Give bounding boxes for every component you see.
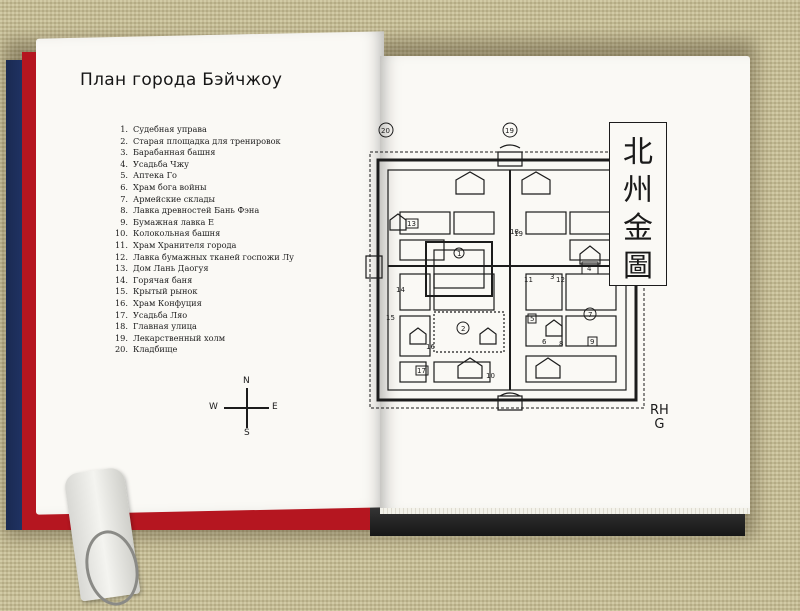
svg-text:18: 18 [510,228,519,236]
north-gate-tower [497,144,523,167]
svg-text:3: 3 [550,273,554,281]
map-markers: 20 19 1 2 3 4 5 6 7 8 9 10 11 12 13 14 1… [378,122,599,380]
legend-item: 15.Крытый рынок [114,286,198,297]
legend-item: 5.Аптека Го [120,170,177,181]
yamen-inner [433,249,485,289]
city-blocks [399,211,617,383]
legend-item: 20.Кладбище [114,344,178,355]
city-wall-inner [387,169,627,391]
legend-item: 2.Старая площадка для тренировок [120,135,281,146]
legend-item: 11.Храм Хранителя города [114,239,237,250]
legend-item: 1.Судебная управа [120,124,207,134]
legend-item: 14.Горячая баня [114,274,193,285]
pavilions [455,171,561,379]
city-map: 20 19 1 2 3 4 5 6 7 8 9 10 11 12 13 14 1… [365,122,649,411]
compass-south-label: S [244,428,250,438]
page-edges [380,508,750,514]
svg-text:16: 16 [426,343,435,351]
legend-item: 13.Дом Лань Даогуя [114,263,209,274]
svg-text:1: 1 [457,250,461,258]
compass-rose: N S E W [206,376,286,438]
compass-ew-line [224,407,269,409]
legend-item: 9.Бумажная лавка Е [120,216,214,227]
calligraphy-char: 北 [623,135,653,170]
city-wall-outer [376,158,638,402]
compass-north-label: N [243,376,250,386]
west-gate-tower [365,255,383,279]
svg-text:7: 7 [588,311,592,319]
page-title: План города Бэйчжоу [80,70,283,90]
moat [369,151,645,409]
calligraphy-title-box: 北 州 金 圖 [609,122,667,286]
compass-east-label: E [272,402,278,412]
legend-item: 18.Главная улица [114,321,197,332]
artist-signature: RH G [650,403,669,432]
calligraphy-char: 金 [623,211,653,246]
svg-text:12: 12 [556,276,565,284]
south-gate-tower [497,392,523,411]
legend-item: 12.Лавка бумажных тканей госпожи Лу [114,251,294,262]
svg-text:2: 2 [461,325,465,333]
drill-ground [433,311,505,353]
svg-text:20: 20 [381,127,390,135]
legend-item: 16.Храм Конфуция [114,297,202,308]
svg-text:14: 14 [396,286,405,294]
legend-item: 17.Усадьба Ляо [114,309,188,320]
svg-text:19: 19 [514,230,523,238]
svg-text:13: 13 [407,220,416,228]
legend-item: 7.Армейские склады [120,193,216,204]
svg-text:15: 15 [386,314,395,322]
svg-text:6: 6 [542,338,547,346]
right-page [380,56,750,511]
compass-west-label: W [209,402,218,412]
svg-text:9: 9 [590,338,594,346]
legend-item: 8.Лавка древностей Бань Фэна [120,205,260,216]
calligraphy-char: 圖 [623,249,653,284]
svg-text:19: 19 [505,127,514,135]
calligraphy-char: 州 [623,173,653,208]
svg-text:17: 17 [417,367,426,375]
legend-item: 19.Лекарственный холм [114,332,226,343]
svg-text:4: 4 [587,265,592,273]
legend-item: 6.Храм бога войны [120,181,207,192]
map-legend-list: 1.Судебная управа 2.Старая площадка для … [104,124,294,356]
svg-text:11: 11 [524,276,533,284]
svg-text:5: 5 [530,315,534,323]
legend-item: 4.Усадьба Чжу [120,158,189,169]
legend-item: 3.Барабанная башня [120,147,216,158]
yamen-compound [425,241,493,297]
svg-text:8: 8 [559,340,563,348]
svg-text:10: 10 [486,372,495,380]
legend-item: 10.Колокольная башня [114,228,221,239]
